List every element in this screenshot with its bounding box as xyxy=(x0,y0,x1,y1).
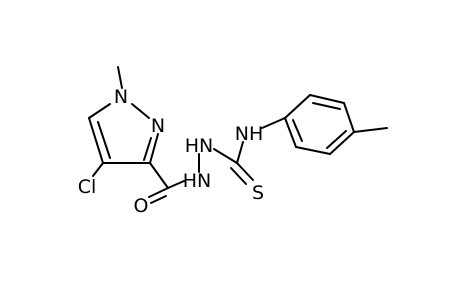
bond-ring-c1-c2 xyxy=(284,94,311,119)
bond-c4-c5 xyxy=(88,117,104,164)
bond-n1-methyl xyxy=(117,66,123,89)
bond-c3-carbonyl xyxy=(149,162,169,189)
bond-ring-c4-c5-inner xyxy=(326,130,347,149)
atom-nh-label: NH xyxy=(235,123,264,145)
bond-c5-n1 xyxy=(88,103,111,119)
bond-n2-c3 xyxy=(149,133,159,164)
bond-ring-c5-c6 xyxy=(295,146,331,155)
bond-c4-cl xyxy=(92,162,104,177)
atom-n1-label: N xyxy=(114,86,128,108)
bond-c4-c5-inner xyxy=(97,121,111,159)
atom-hn1-label: HN xyxy=(183,170,212,192)
bond-ring-methyl xyxy=(353,127,388,133)
bond-nh-aryl xyxy=(261,117,286,129)
bond-thio-nh xyxy=(236,141,244,164)
bond-ring-c3-c4 xyxy=(343,102,355,133)
bond-thio-s-inner xyxy=(230,167,247,185)
bond-hn2-thio xyxy=(213,148,238,164)
bond-ring-c2-c3 xyxy=(309,94,345,104)
atom-o-label: O xyxy=(134,195,149,217)
bond-ring-c4-c5 xyxy=(329,131,355,155)
atom-hn2-label: HN xyxy=(185,135,214,157)
bond-ring-c6-c1 xyxy=(284,117,297,148)
atom-n2-label: N xyxy=(151,115,165,137)
bond-ring-c2-c3-inner xyxy=(312,102,341,110)
bond-n2-c3-inner xyxy=(143,137,152,161)
bond-carbonyl-o-inner xyxy=(150,195,167,204)
bond-ring-c6-c1-inner xyxy=(292,119,303,142)
atom-s-label: S xyxy=(252,182,264,204)
bond-n1-n2 xyxy=(131,103,150,119)
bond-carbonyl-o xyxy=(148,187,169,198)
atom-cl-label: Cl xyxy=(78,176,97,198)
bond-thio-s xyxy=(236,162,254,181)
bond-carbonyl-hn1 xyxy=(167,180,185,189)
